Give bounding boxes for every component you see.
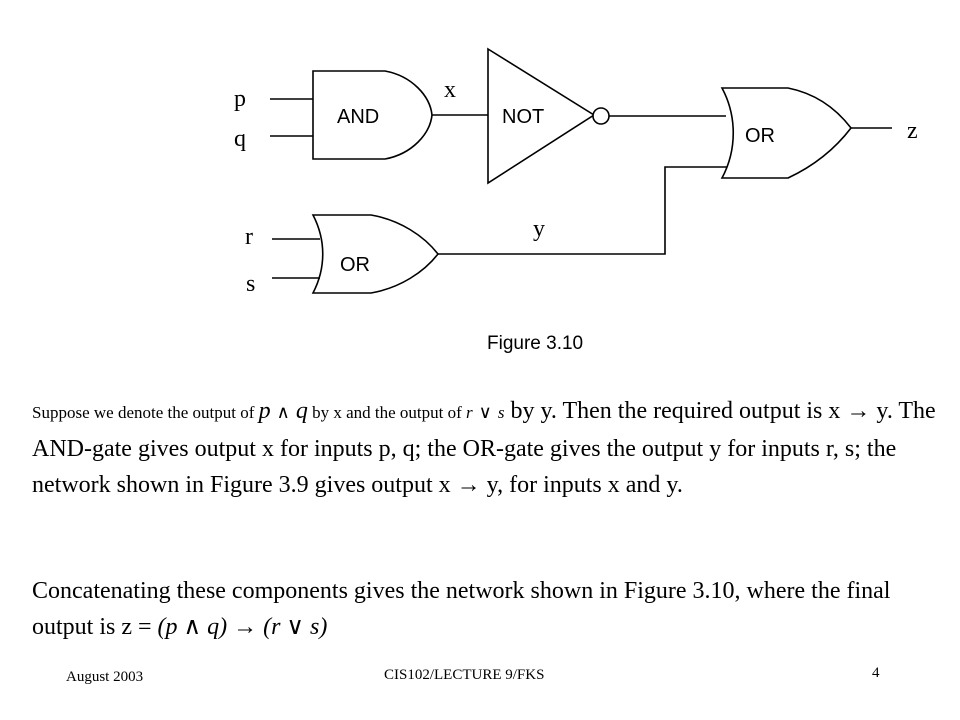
input-label-q: q xyxy=(234,126,246,152)
final-formula: (p ∧ q) → (r ∨ s) xyxy=(157,614,328,640)
figure-caption: Figure 3.10 xyxy=(487,333,583,354)
input-label-p: p xyxy=(234,86,246,112)
para1-mid2: by y. xyxy=(504,398,557,424)
para1-mid1: by x and the output of xyxy=(307,403,466,422)
para1-s: s xyxy=(497,403,505,422)
or-gate-bottom xyxy=(311,214,440,294)
para1-p: p xyxy=(258,398,271,424)
and-gate xyxy=(312,70,433,160)
not-gate-label: NOT xyxy=(502,106,544,128)
logic-circuit-diagram: AND p q x NOT OR r s y OR z Figure 3.10 xyxy=(234,47,918,354)
or-gate-bottom-label: OR xyxy=(340,254,370,276)
input-label-s: s xyxy=(246,271,255,297)
footer-course: CIS102/LECTURE 9/FKS xyxy=(384,667,545,683)
para1-rest: Then the required output is x → y. The A… xyxy=(32,398,936,498)
output-label-z: z xyxy=(907,118,918,144)
input-label-r: r xyxy=(245,224,253,250)
or-gate-top-label: OR xyxy=(745,125,775,147)
and-gate-label: AND xyxy=(337,106,379,128)
signal-label-x: x xyxy=(444,77,456,103)
or-symbol: ∨ xyxy=(478,402,492,423)
and-symbol: ∧ xyxy=(276,402,290,423)
para1-q: q xyxy=(295,398,308,424)
para2-text: Concatenating these components gives the… xyxy=(32,578,891,640)
para1-intro: Suppose we denote the output of xyxy=(32,403,259,422)
footer-page-number: 4 xyxy=(872,665,880,681)
signal-label-y: y xyxy=(533,216,545,242)
para1-r: r xyxy=(466,403,473,422)
not-bubble xyxy=(592,107,610,125)
or-gate-top xyxy=(720,87,853,179)
paragraph-2: Concatenating these components gives the… xyxy=(32,573,942,645)
not-gate xyxy=(487,47,610,185)
paragraph-1: Suppose we denote the output of p ∧ q by… xyxy=(32,393,942,503)
wire-y xyxy=(438,166,729,255)
footer-date: August 2003 xyxy=(66,669,144,685)
